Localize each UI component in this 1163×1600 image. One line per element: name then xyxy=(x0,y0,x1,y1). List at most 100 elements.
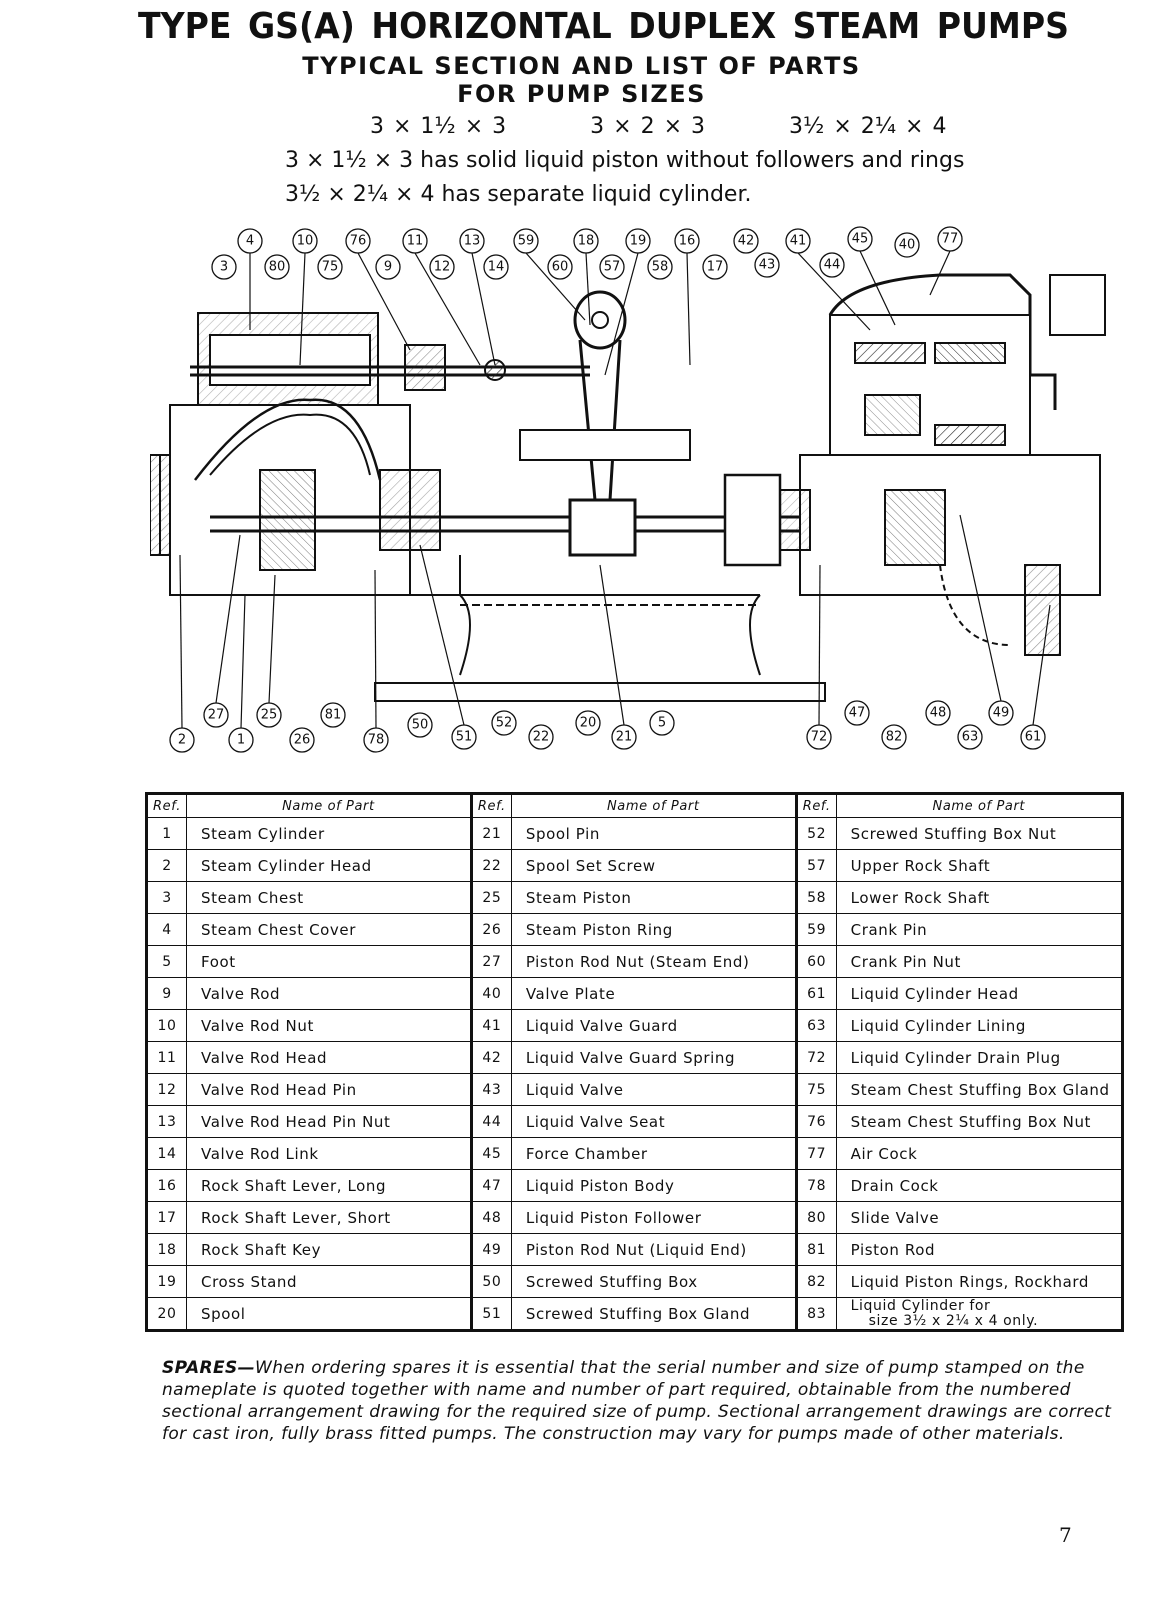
title-word: DUPLEX xyxy=(628,6,777,47)
callout-number: 58 xyxy=(652,260,669,275)
pump-section-drawing: 4 10 76 11 13 59 18 19 16 42 41 45 77 3 … xyxy=(150,226,1106,753)
part-ref: 5 xyxy=(148,945,187,978)
callout-number: 45 xyxy=(852,232,869,247)
part-name: Cross Stand xyxy=(186,1265,473,1298)
callout-number: 57 xyxy=(604,260,621,275)
pump-sizes: 3 × 1½ × 3 3 × 2 × 3 3½ × 2¼ × 4 xyxy=(370,114,1021,139)
part-name: Valve Rod Nut xyxy=(186,1009,473,1042)
part-name: Piston Rod xyxy=(836,1233,1121,1266)
part-name: Liquid Valve Seat xyxy=(511,1105,798,1138)
part-name: Piston Rod Nut (Liquid End) xyxy=(511,1233,798,1266)
part-name: Valve Plate xyxy=(511,977,798,1010)
part-ref: 72 xyxy=(796,1041,837,1074)
force-chamber xyxy=(828,273,1057,410)
callout-number: 26 xyxy=(294,733,311,748)
callout-number: 77 xyxy=(942,232,959,247)
part-name: Screwed Stuffing Box xyxy=(511,1265,798,1298)
steam-piston xyxy=(259,469,316,571)
callout-number: 4 xyxy=(246,234,254,249)
part-ref: 47 xyxy=(471,1169,512,1202)
callout-number: 49 xyxy=(993,706,1010,721)
callout-number: 63 xyxy=(962,730,979,745)
part-name: Valve Rod Link xyxy=(186,1137,473,1170)
part-ref: 63 xyxy=(796,1009,837,1042)
callout-bottom-row2 xyxy=(169,724,1046,753)
part-name: Steam Chest Stuffing Box Nut xyxy=(836,1105,1121,1138)
callout-number: 16 xyxy=(679,234,696,249)
part-ref: 83 xyxy=(796,1297,837,1329)
part-name: Upper Rock Shaft xyxy=(836,849,1121,882)
pump-size: 3 × 2 × 3 xyxy=(590,114,705,139)
name-header: Name of Part xyxy=(186,795,473,818)
callout-number: 42 xyxy=(738,234,755,249)
part-name: Lower Rock Shaft xyxy=(836,881,1121,914)
part-ref: 82 xyxy=(796,1265,837,1298)
callout-number: 14 xyxy=(488,260,505,275)
part-ref: 1 xyxy=(148,817,187,850)
part-name: Steam Chest Stuffing Box Gland xyxy=(836,1073,1121,1106)
title-word: TYPE xyxy=(138,6,232,47)
part-name: Spool Set Screw xyxy=(511,849,798,882)
part-name: Liquid Piston Body xyxy=(511,1169,798,1202)
callout-number: 20 xyxy=(580,716,597,731)
callout-number: 60 xyxy=(552,260,569,275)
callout-number: 40 xyxy=(899,238,916,253)
part-ref: 26 xyxy=(471,913,512,946)
callout-number: 44 xyxy=(824,258,841,273)
part-name: Steam Piston Ring xyxy=(511,913,798,946)
cross-stand xyxy=(578,339,622,501)
page-number: 7 xyxy=(1059,1523,1072,1547)
part-ref: 27 xyxy=(471,945,512,978)
callout-number: 41 xyxy=(790,234,807,249)
callout-number: 51 xyxy=(456,730,473,745)
title-word: STEAM xyxy=(792,6,921,47)
part-ref: 41 xyxy=(471,1009,512,1042)
part-ref: 60 xyxy=(796,945,837,978)
callout-number: 21 xyxy=(616,730,633,745)
part-name: Liquid Valve Guard Spring xyxy=(511,1041,798,1074)
spares-lead: SPARES— xyxy=(162,1358,256,1378)
callout-number: 75 xyxy=(322,260,339,275)
ref-header: Ref. xyxy=(148,795,187,818)
callout-number: 61 xyxy=(1025,730,1042,745)
foot xyxy=(459,594,761,676)
part-ref: 81 xyxy=(796,1233,837,1266)
part-ref: 25 xyxy=(471,881,512,914)
part-name: Steam Cylinder xyxy=(186,817,473,850)
part-name: Liquid Cylinder Lining xyxy=(836,1009,1121,1042)
table-header-row: Ref. Name of Part Ref. Name of Part Ref.… xyxy=(148,795,1121,818)
callout-number: 11 xyxy=(407,234,424,249)
part-name: Rock Shaft Key xyxy=(186,1233,473,1266)
callout-number: 5 xyxy=(658,716,666,731)
part-ref: 18 xyxy=(148,1233,187,1266)
part-name: Valve Rod Head Pin xyxy=(186,1073,473,1106)
callout-number: 3 xyxy=(220,260,228,275)
name-header: Name of Part xyxy=(836,795,1121,818)
part-ref: 9 xyxy=(148,977,187,1010)
callout-number: 12 xyxy=(434,260,451,275)
part-ref: 19 xyxy=(148,1265,187,1298)
callout-number: 82 xyxy=(886,730,903,745)
part-ref: 12 xyxy=(148,1073,187,1106)
subtitle: FOR PUMP SIZES xyxy=(457,80,706,108)
part-ref: 22 xyxy=(471,849,512,882)
page-title: TYPE GS(A) HORIZONTAL DUPLEX STEAM PUMPS xyxy=(138,6,1069,47)
callout-number: 13 xyxy=(464,234,481,249)
callout-number: 59 xyxy=(518,234,535,249)
part-name-line: Liquid Cylinder for xyxy=(850,1297,991,1314)
part-name: Rock Shaft Lever, Short xyxy=(186,1201,473,1234)
part-ref: 4 xyxy=(148,913,187,946)
ref-header: Ref. xyxy=(471,795,512,818)
part-ref: 76 xyxy=(796,1105,837,1138)
pump-size: 3 × 1½ × 3 xyxy=(370,114,507,139)
ref-header: Ref. xyxy=(796,795,837,818)
